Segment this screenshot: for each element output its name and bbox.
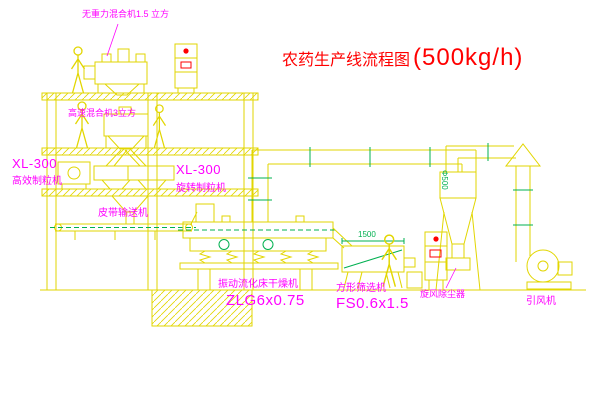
exhaust-duct xyxy=(445,143,516,172)
efficient-granulator xyxy=(57,161,91,189)
indicator-dot xyxy=(433,236,439,242)
diagram-title: 农药生产线流程图 (500kg/h) xyxy=(282,44,523,72)
title-capacity: (500kg/h) xyxy=(413,44,524,71)
label-gravity-mixer: 无重力混合机1.5 立方 xyxy=(82,9,170,19)
title-text: 农药生产线流程图 xyxy=(282,52,411,69)
fan-motor xyxy=(557,261,573,276)
indicator-dot xyxy=(183,48,189,54)
label-fan: 引风机 xyxy=(526,296,556,307)
annotation-sieve-dimension: 1500 xyxy=(358,230,376,239)
label-xl300-left: XL-300 xyxy=(12,156,57,171)
gravity-mixer xyxy=(83,48,148,96)
worker-figure xyxy=(152,104,167,149)
spring-support xyxy=(279,250,293,264)
spring-support xyxy=(252,250,266,264)
spring-support xyxy=(225,250,239,264)
spring-support xyxy=(198,250,212,264)
foundation-pit xyxy=(151,290,253,327)
cyclone-separator xyxy=(435,171,481,291)
label-high-speed-mixer: 高速混合机3立方 xyxy=(68,108,137,118)
rotary-granulator xyxy=(93,165,175,190)
y-duct xyxy=(105,149,147,167)
collection-bin xyxy=(406,271,423,289)
dryer-feed-inlet xyxy=(190,203,215,225)
indicator-panel xyxy=(429,249,442,258)
label-dryer-model: ZLG6x0.75 xyxy=(226,292,305,309)
worker-figure xyxy=(70,46,86,94)
label-xl300-center: XL-300 xyxy=(176,162,221,177)
label-sieve: 方形筛选机 xyxy=(336,283,386,294)
label-belt-conveyor: 皮带输送机 xyxy=(98,208,148,219)
control-cabinet-lower xyxy=(424,231,448,290)
label-sieve-model: FS0.6x1.5 xyxy=(336,295,409,312)
spring-support xyxy=(306,250,320,264)
belt-conveyor xyxy=(50,223,196,240)
label-cyclone: 旋风除尘器 xyxy=(420,289,466,299)
label-efficient-granulator: 高效制粒机 xyxy=(12,176,62,187)
rotary-valve xyxy=(445,257,471,271)
main-duct xyxy=(252,147,477,172)
indicator-panel xyxy=(180,61,192,69)
label-dryer: 振动流化床干燥机 xyxy=(218,279,298,290)
annotation-cyclone-diameter: Φ500 xyxy=(440,170,449,190)
weather-cap xyxy=(504,143,542,167)
control-cabinet-upper xyxy=(174,43,198,93)
discharge-hopper xyxy=(110,195,150,224)
high-speed-mixer xyxy=(103,106,149,150)
leader-lines xyxy=(106,23,457,289)
label-rotary-granulator: 旋转制粒机 xyxy=(176,183,226,194)
inspection-port xyxy=(262,239,274,250)
induced-draft-fan xyxy=(515,249,573,290)
riser-duct xyxy=(248,150,272,222)
inspection-port xyxy=(218,239,230,250)
square-sieve xyxy=(341,238,423,289)
exhaust-stack xyxy=(504,143,542,250)
fluid-bed-dryer xyxy=(178,215,339,291)
worker-figure xyxy=(381,234,398,288)
